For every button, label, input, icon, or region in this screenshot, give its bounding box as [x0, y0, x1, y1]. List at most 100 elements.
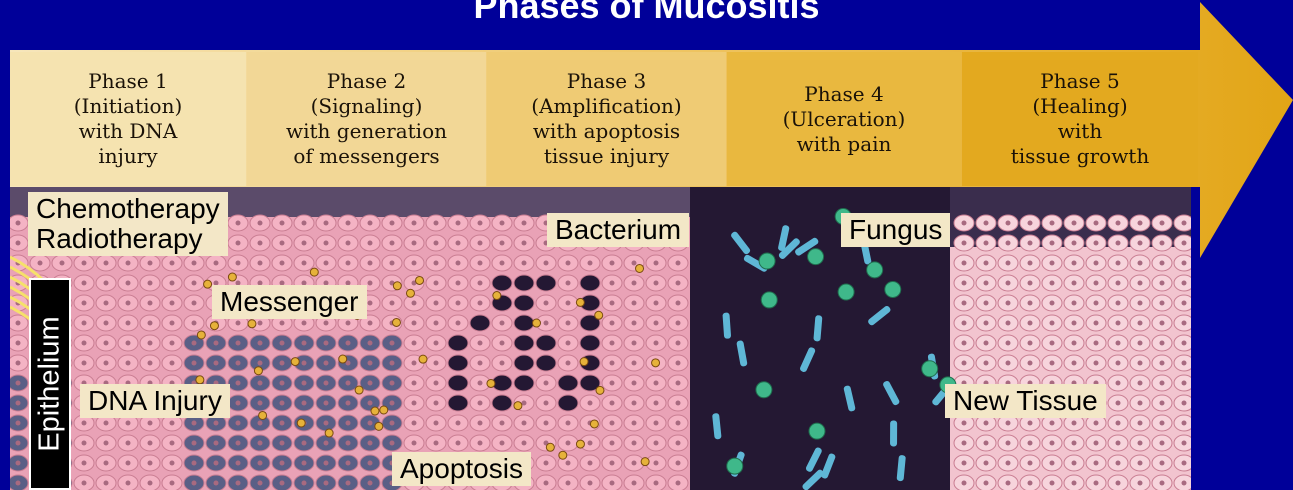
cell-nucleus — [412, 381, 417, 386]
phase-5-line-1: Phase 5 — [1040, 69, 1119, 94]
cell-nucleus — [984, 301, 989, 306]
cell-nucleus — [126, 461, 131, 466]
cell-nucleus — [1028, 421, 1033, 426]
cell-nucleus — [1116, 381, 1121, 386]
cell-nucleus — [170, 441, 175, 446]
cell-nucleus — [258, 481, 263, 486]
cell-nucleus — [324, 361, 329, 366]
cell-nucleus — [984, 421, 989, 426]
cell-nucleus — [82, 421, 87, 426]
cell-nucleus — [962, 301, 967, 306]
cell-nucleus — [214, 421, 219, 426]
cell-nucleus — [1094, 301, 1099, 306]
messenger-dot — [487, 379, 495, 387]
cell-nucleus — [104, 261, 109, 266]
cell-nucleus — [1138, 221, 1143, 226]
cell-nucleus — [104, 361, 109, 366]
cell-nucleus — [522, 221, 527, 226]
cell-nucleus — [632, 261, 637, 266]
cell-nucleus — [346, 221, 351, 226]
cell-nucleus — [984, 261, 989, 266]
messenger-dot — [297, 419, 305, 427]
cell-nucleus — [126, 301, 131, 306]
cell-nucleus — [236, 481, 241, 486]
cell-nucleus — [126, 481, 131, 486]
cell-nucleus — [984, 221, 989, 226]
messenger-dot — [371, 407, 379, 415]
cell-nucleus — [1050, 441, 1055, 446]
cell-nucleus — [610, 321, 615, 326]
cell-nucleus — [962, 421, 967, 426]
cell-nucleus — [1182, 401, 1187, 406]
cell-nucleus — [1006, 461, 1011, 466]
cell-nucleus — [1050, 321, 1055, 326]
cell-nucleus — [434, 401, 439, 406]
cell-nucleus — [1138, 441, 1143, 446]
cell-nucleus — [390, 261, 395, 266]
cell-nucleus — [214, 341, 219, 346]
cell-nucleus — [192, 441, 197, 446]
cell-nucleus — [610, 421, 615, 426]
cell-nucleus — [368, 321, 373, 326]
cell-nucleus — [104, 481, 109, 486]
cell-nucleus — [324, 381, 329, 386]
cell — [492, 275, 512, 291]
cell-nucleus — [280, 241, 285, 246]
cell-nucleus — [1028, 321, 1033, 326]
cell-nucleus — [566, 321, 571, 326]
cell-nucleus — [610, 461, 615, 466]
cell-nucleus — [1138, 381, 1143, 386]
messenger-dot — [493, 292, 501, 300]
cell-nucleus — [412, 321, 417, 326]
phase-2-header: Phase 2(Signaling)with generationof mess… — [247, 52, 486, 186]
cell-nucleus — [588, 481, 593, 486]
cell-nucleus — [1116, 441, 1121, 446]
messenger-dot — [641, 458, 649, 466]
cell-nucleus — [1138, 461, 1143, 466]
cell-nucleus — [1072, 361, 1077, 366]
cell-nucleus — [962, 341, 967, 346]
cell-nucleus — [302, 221, 307, 226]
messenger-dot — [197, 331, 205, 339]
cell-nucleus — [522, 241, 527, 246]
cell-nucleus — [456, 301, 461, 306]
cell-nucleus — [1094, 441, 1099, 446]
cell-nucleus — [654, 321, 659, 326]
cell-nucleus — [1160, 401, 1165, 406]
cell-nucleus — [1160, 381, 1165, 386]
cell-nucleus — [478, 361, 483, 366]
cell-nucleus — [1050, 341, 1055, 346]
cell-nucleus — [610, 441, 615, 446]
messenger-dot — [325, 429, 333, 437]
cell-nucleus — [82, 321, 87, 326]
cell-nucleus — [1050, 281, 1055, 286]
cell-nucleus — [434, 441, 439, 446]
cell-nucleus — [82, 461, 87, 466]
cell-nucleus — [588, 261, 593, 266]
messenger-dot — [419, 355, 427, 363]
cell-nucleus — [478, 221, 483, 226]
messenger-dot — [590, 420, 598, 428]
cell-nucleus — [566, 421, 571, 426]
cell-nucleus — [456, 241, 461, 246]
cell-nucleus — [126, 421, 131, 426]
fungus-spore — [756, 382, 772, 398]
cell-nucleus — [1138, 361, 1143, 366]
phase-3-line-4: tissue injury — [544, 144, 669, 169]
cell-nucleus — [1182, 481, 1187, 486]
cell-nucleus — [962, 481, 967, 486]
cell-nucleus — [654, 281, 659, 286]
cell-nucleus — [280, 481, 285, 486]
cell-nucleus — [1094, 221, 1099, 226]
cell-nucleus — [16, 241, 21, 246]
apoptosis-label: Apoptosis — [392, 452, 531, 486]
cell-nucleus — [302, 341, 307, 346]
messenger-dot — [375, 422, 383, 430]
cell — [448, 355, 468, 371]
cell-nucleus — [632, 341, 637, 346]
cell-nucleus — [324, 321, 329, 326]
cell-nucleus — [302, 361, 307, 366]
cell-nucleus — [302, 461, 307, 466]
cell-nucleus — [104, 421, 109, 426]
phase-3-line-1: Phase 3 — [567, 69, 646, 94]
